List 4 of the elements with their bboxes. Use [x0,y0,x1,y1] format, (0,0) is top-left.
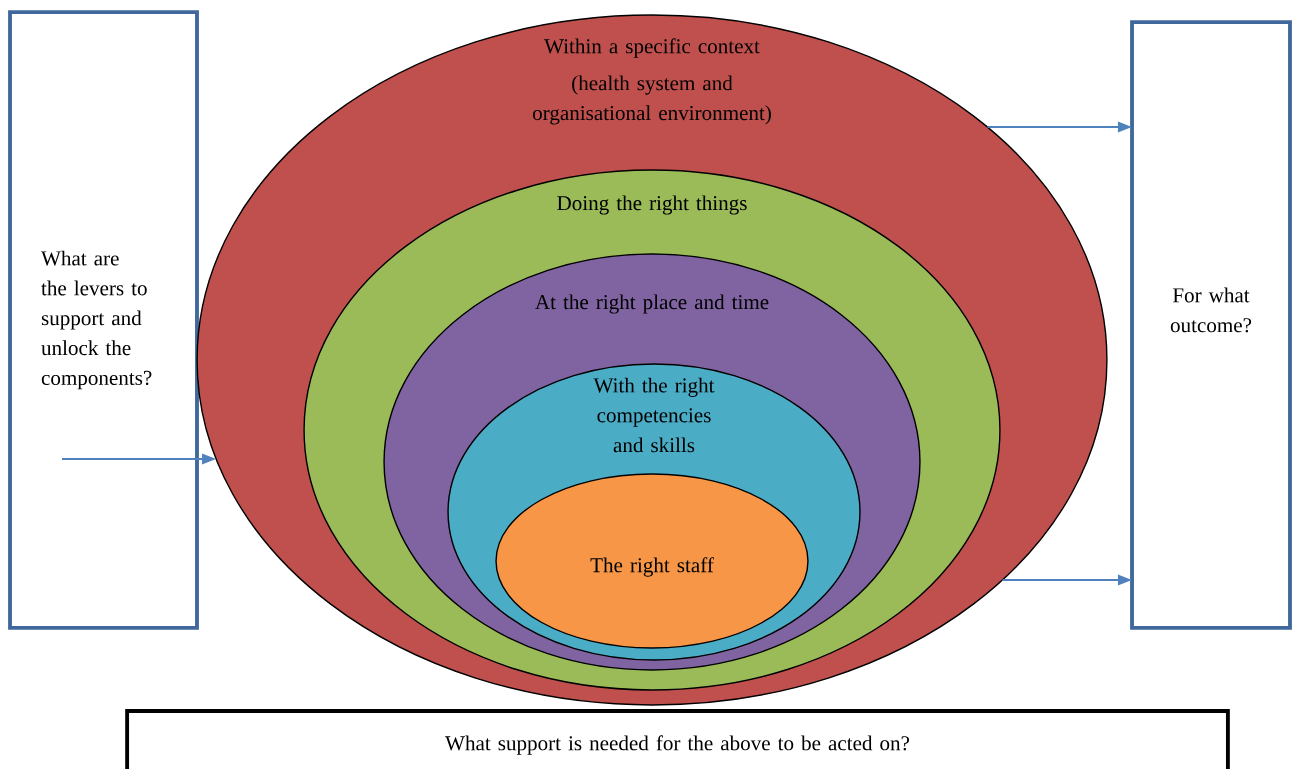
ellipse-band: The right staff [495,473,809,649]
question-box: For what outcome? [1130,20,1292,630]
question-box: What are the levers to support and unlock the components? [8,10,199,630]
question-box: What support is needed for the above to be acted on? [125,709,1230,769]
